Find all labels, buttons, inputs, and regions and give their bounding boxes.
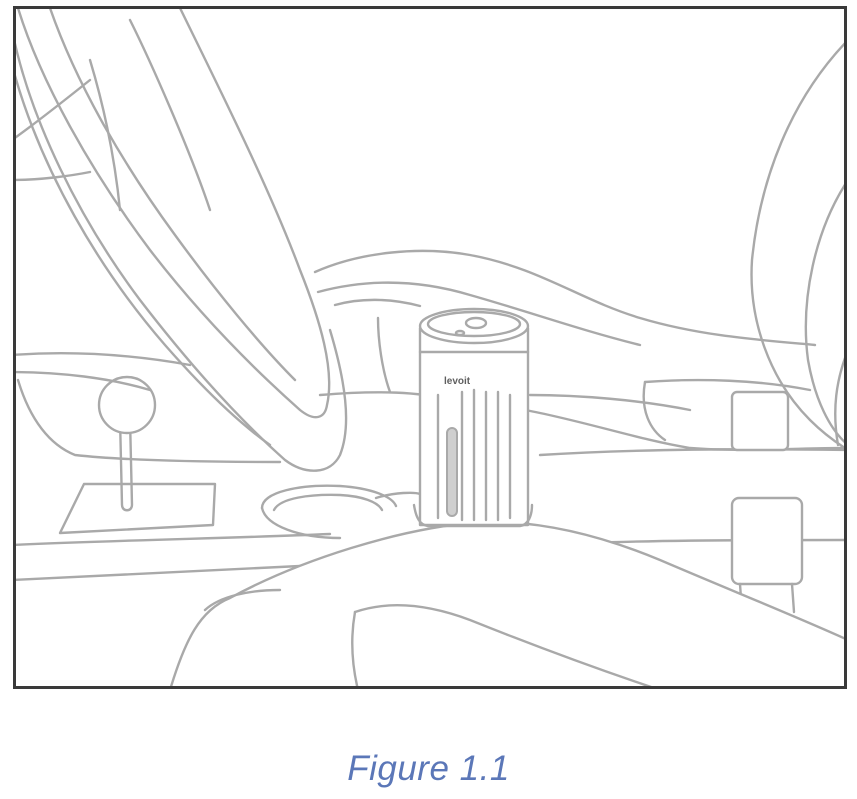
passenger-seat (750, 42, 844, 449)
console-right (523, 378, 844, 614)
water-level-window (446, 427, 458, 517)
air-purifier-device: levoit (412, 307, 534, 528)
illustration-frame: levoit (13, 6, 847, 689)
figure-caption: Figure 1.1 (347, 749, 510, 788)
device-brand-label: levoit (444, 376, 471, 387)
gear-shifter (58, 375, 217, 535)
device-ribs (436, 388, 512, 522)
dashboard-outline (16, 249, 817, 582)
steering-wheel (16, 9, 348, 472)
car-interior-illustration: levoit (16, 9, 844, 686)
empty-cup-holder (260, 484, 422, 540)
